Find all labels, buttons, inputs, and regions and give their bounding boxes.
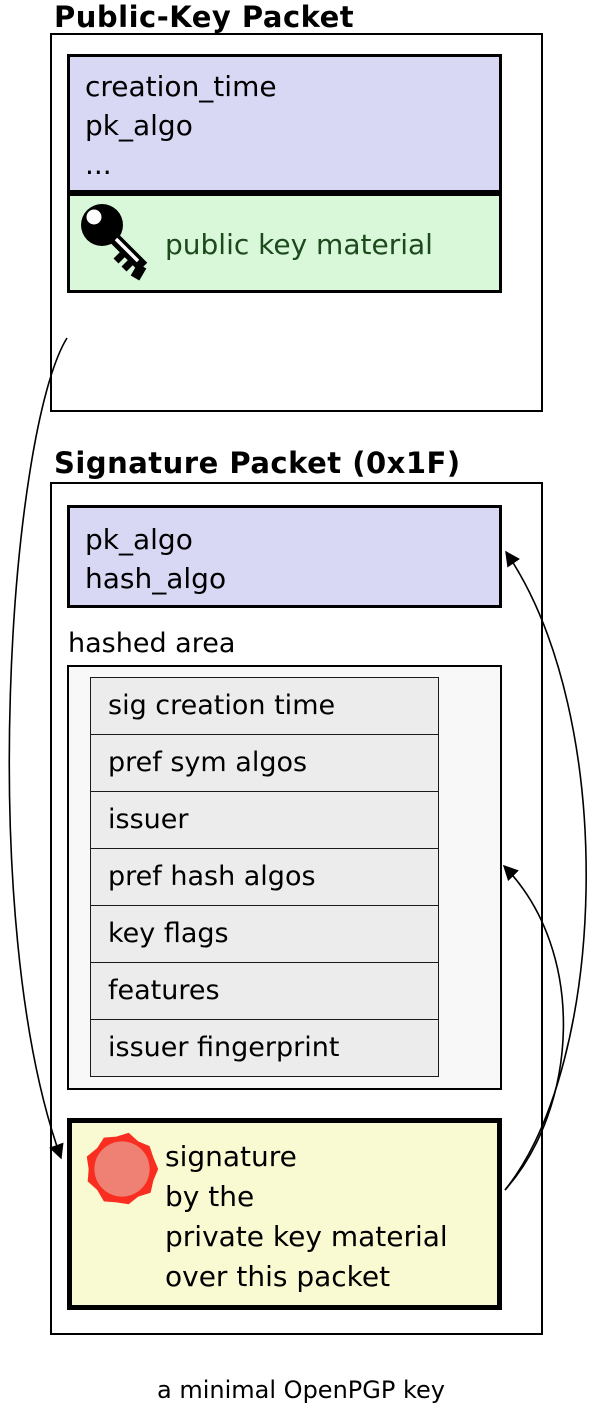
public-key-packet-title: Public-Key Packet <box>54 0 355 34</box>
pk-field-ellipsis: ... <box>85 148 112 181</box>
sig-field-pk-algo: pk_algo <box>85 523 193 556</box>
seal-icon <box>86 1132 159 1205</box>
subpacket-issuer-fingerprint: issuer fingerprint <box>91 1020 438 1076</box>
subpacket-sig-creation-time: sig creation time <box>91 678 438 735</box>
subpacket-issuer: issuer <box>91 792 438 849</box>
signature-header-box: pk_algo hash_algo <box>67 505 502 608</box>
subpacket-pref-sym-algos: pref sym algos <box>91 735 438 792</box>
subpacket-features: features <box>91 963 438 1020</box>
signature-value-box: signature by the private key material ov… <box>67 1118 502 1310</box>
signature-packet-title: Signature Packet (0x1F) <box>54 446 461 480</box>
caption: a minimal OpenPGP key <box>157 1376 445 1404</box>
sig-field-hash-algo: hash_algo <box>85 562 227 595</box>
public-key-header-box: creation_time pk_algo ... <box>67 54 502 193</box>
subpacket-pref-hash-algos: pref hash algos <box>91 849 438 906</box>
hashed-area-label: hashed area <box>68 628 236 659</box>
pk-field-creation-time: creation_time <box>85 70 277 103</box>
sig-line-4: over this packet <box>165 1260 391 1293</box>
subpacket-table: sig creation time pref sym algos issuer … <box>90 677 439 1077</box>
sig-line-3: private key material <box>165 1220 448 1253</box>
key-icon <box>81 204 148 281</box>
subpacket-key-flags: key flags <box>91 906 438 963</box>
public-key-material-label: public key material <box>165 228 433 261</box>
pk-field-pk-algo: pk_algo <box>85 109 193 142</box>
sig-line-2: by the <box>165 1180 255 1213</box>
public-key-material-box: public key material <box>67 193 502 293</box>
sig-line-1: signature <box>165 1140 297 1173</box>
